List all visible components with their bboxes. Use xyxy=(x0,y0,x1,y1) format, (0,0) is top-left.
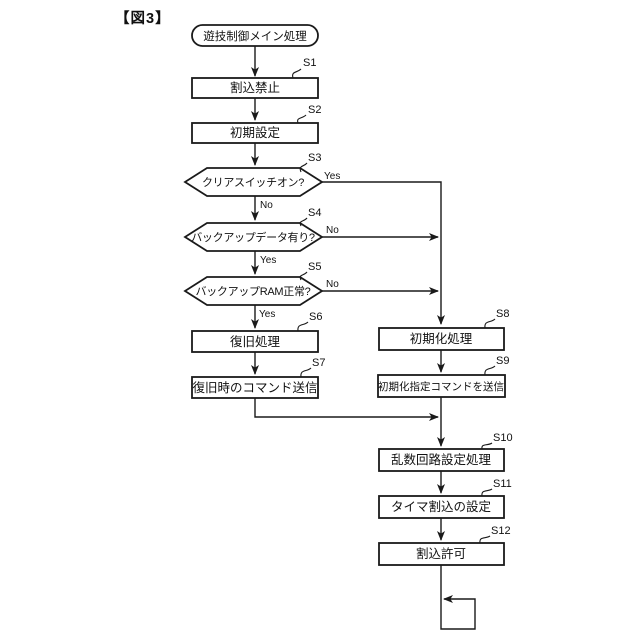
step-s10-box xyxy=(378,448,505,472)
step-s10: 乱数回路設定処理 S10 xyxy=(378,432,513,472)
step-s5-leader xyxy=(299,271,308,281)
step-s2-tag: S2 xyxy=(308,104,321,116)
decision-s3: クリアスイッチオン? S3 Yes No xyxy=(183,152,340,211)
figure-label: 【図3】 xyxy=(115,10,171,27)
step-s2-box xyxy=(191,122,319,144)
start-node: 遊技制御メイン処理 xyxy=(191,24,319,47)
branch-s3-yes-label: Yes xyxy=(324,171,340,182)
step-s4-tag: S4 xyxy=(308,207,321,219)
step-s6-box xyxy=(191,330,319,353)
step-s1-tag: S1 xyxy=(303,57,316,69)
step-s9-label: 初期化指定コマンドを送信 xyxy=(378,380,504,393)
branch-s3-no-label: No xyxy=(260,200,273,211)
edge-s7-merge xyxy=(254,398,439,421)
decision-s5-hexagon xyxy=(183,276,324,306)
step-s3-leader xyxy=(299,162,308,173)
step-s2: 初期設定 S2 xyxy=(191,104,321,144)
step-s9-box xyxy=(377,374,506,398)
step-s7-tag: S7 xyxy=(312,357,325,369)
step-s11-box xyxy=(378,495,505,519)
step-s12-tag: S12 xyxy=(491,525,511,537)
step-s7: 復旧時のコマンド送信 S7 xyxy=(191,357,325,399)
branch-s4-yes-label: Yes xyxy=(260,255,276,266)
decision-s4-label: バックアップデータ有り? xyxy=(191,230,315,244)
step-s12-box xyxy=(378,542,505,566)
edge-s3-yes-s8 xyxy=(322,181,445,325)
step-s8-box xyxy=(378,327,505,351)
step-s8-leader xyxy=(484,318,496,329)
start-oval xyxy=(191,24,319,47)
decision-s4-hexagon xyxy=(183,222,324,252)
step-s7-label: 復旧時のコマンド送信 xyxy=(192,380,317,395)
step-s12-leader xyxy=(479,535,491,544)
step-s6-leader xyxy=(297,321,309,332)
step-s6-label: 復旧処理 xyxy=(230,334,281,349)
step-s12: 割込許可 S12 xyxy=(378,525,511,566)
edge-main-loop xyxy=(440,565,476,630)
step-s11: タイマ割込の設定 S11 xyxy=(378,478,512,519)
step-s2-leader xyxy=(297,114,307,124)
step-s4-leader xyxy=(299,217,308,227)
branch-s5-yes-label: Yes xyxy=(259,309,275,320)
step-s11-label: タイマ割込の設定 xyxy=(391,499,491,514)
start-label: 遊技制御メイン処理 xyxy=(203,29,307,43)
decision-s5: バックアップRAM正常? S5 No Yes xyxy=(183,261,339,320)
branch-s5-no-label: No xyxy=(326,279,339,290)
step-s2-label: 初期設定 xyxy=(230,125,280,140)
step-s7-box xyxy=(191,376,319,399)
step-s8-tag: S8 xyxy=(496,308,509,320)
step-s9: 初期化指定コマンドを送信 S9 xyxy=(377,355,509,398)
step-s11-tag: S11 xyxy=(493,478,512,490)
branch-s4-no-label: No xyxy=(326,225,339,236)
step-s9-leader xyxy=(484,365,496,376)
decision-s5-label: バックアップRAM正常? xyxy=(196,285,311,298)
step-s3-tag: S3 xyxy=(308,152,321,164)
step-s8-label: 初期化処理 xyxy=(410,332,473,346)
step-s8: 初期化処理 S8 xyxy=(378,308,509,351)
step-s12-label: 割込許可 xyxy=(416,546,466,561)
step-s1: 割込禁止 S1 xyxy=(191,57,319,99)
step-s7-leader xyxy=(300,367,312,378)
step-s1-leader xyxy=(292,68,302,79)
decision-s3-hexagon xyxy=(183,167,324,197)
decision-s4: バックアップデータ有り? S4 No Yes xyxy=(183,207,339,266)
flow-connectors xyxy=(251,46,476,630)
step-s1-label: 割込禁止 xyxy=(230,80,280,95)
step-s6-tag: S6 xyxy=(309,311,322,323)
step-s5-tag: S5 xyxy=(308,261,321,273)
step-s11-leader xyxy=(481,488,493,497)
step-s10-label: 乱数回路設定処理 xyxy=(391,452,492,467)
step-s9-tag: S9 xyxy=(496,355,509,367)
step-s1-box xyxy=(191,77,319,99)
decision-s3-label: クリアスイッチオン? xyxy=(202,176,304,189)
step-s10-leader xyxy=(481,442,493,450)
step-s6: 復旧処理 S6 xyxy=(191,311,322,353)
step-s10-tag: S10 xyxy=(493,432,513,444)
